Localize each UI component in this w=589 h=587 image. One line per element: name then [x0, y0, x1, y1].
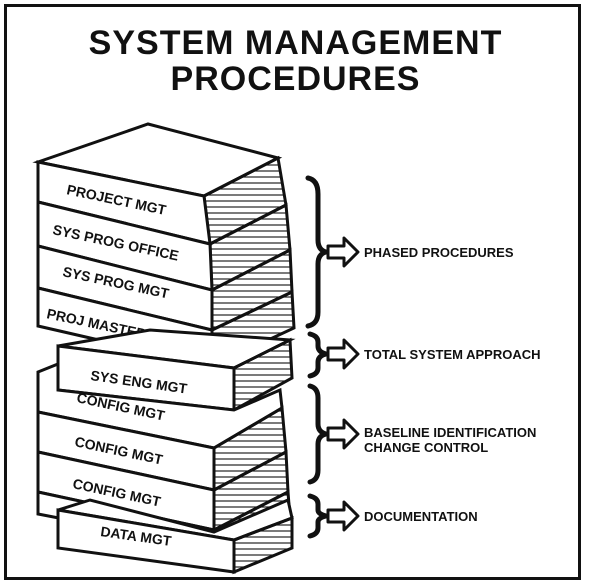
label-documentation: DOCUMENTATION — [364, 509, 478, 524]
arrow-baseline-icon — [326, 418, 360, 450]
arrow-documentation-icon — [326, 500, 360, 532]
bracket-baseline — [307, 383, 327, 485]
diagram-title: SYSTEM MANAGEMENT PROCEDURES — [7, 25, 584, 97]
bracket-phased — [305, 175, 327, 329]
arrows — [326, 236, 360, 532]
book-data-mgt: DATA MGT — [56, 497, 294, 575]
label-baseline-line-1: BASELINE IDENTIFICATION — [364, 425, 537, 440]
title-line-2: PROCEDURES — [170, 60, 421, 98]
arrow-total-system-icon — [326, 338, 360, 370]
label-baseline: BASELINE IDENTIFICATION CHANGE CONTROL — [364, 425, 536, 455]
bracket-total-system — [307, 331, 327, 379]
title-line-1: SYSTEM MANAGEMENT — [88, 24, 503, 62]
arrow-phased-icon — [326, 236, 360, 268]
label-phased-procedures: PHASED PROCEDURES — [364, 245, 514, 260]
book-config-mgt-1: CONFIG MGT — [36, 361, 288, 493]
brackets — [305, 175, 327, 539]
bracket-documentation — [307, 493, 327, 539]
label-baseline-line-2: CHANGE CONTROL — [364, 440, 489, 455]
label-total-system-approach: TOTAL SYSTEM APPROACH — [364, 347, 541, 362]
